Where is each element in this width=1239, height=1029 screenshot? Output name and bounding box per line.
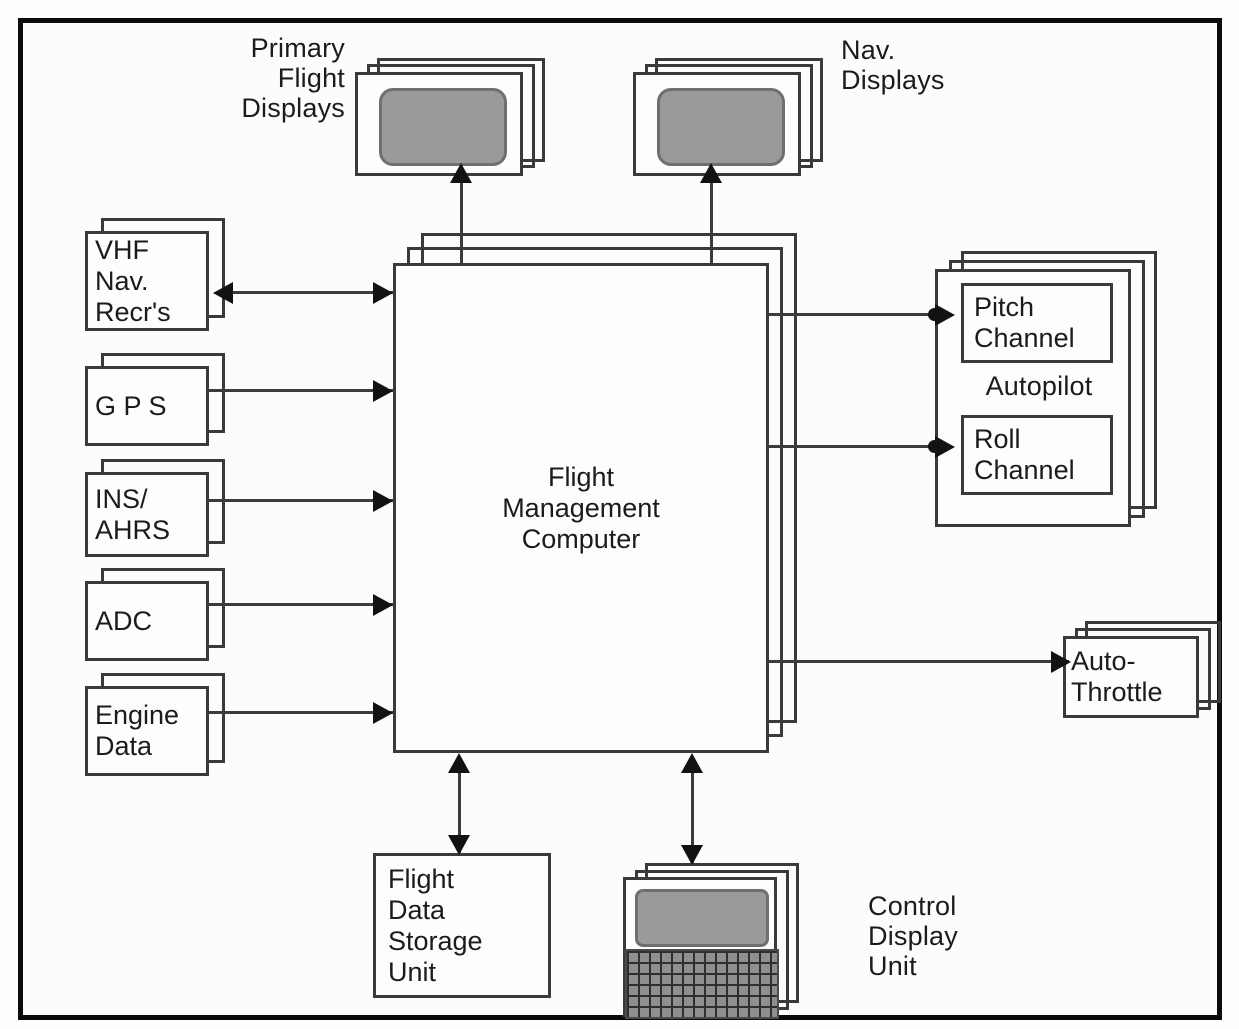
primary-flight-displays-unit[interactable] bbox=[353, 58, 553, 183]
line-fmc-to-nd bbox=[710, 181, 713, 281]
line-fmc-to-pfd bbox=[460, 181, 463, 281]
arrowhead-adc bbox=[373, 594, 393, 616]
engine-data-unit[interactable]: Engine Data bbox=[85, 673, 235, 788]
ins-front-sheet bbox=[85, 472, 209, 557]
fmc-label: Flight Management Computer bbox=[502, 461, 660, 554]
vhf-nav-receivers[interactable]: VHF Nav. Recr's bbox=[85, 218, 235, 333]
auto-throttle-unit[interactable]: Auto- Throttle bbox=[1063, 621, 1228, 731]
arrowhead-pitch bbox=[935, 304, 955, 326]
gps-unit[interactable]: G P S bbox=[85, 353, 235, 453]
line-fmc-to-pitch bbox=[769, 313, 941, 316]
roll-channel-label: Roll Channel bbox=[974, 424, 1075, 485]
nd-screen bbox=[657, 88, 785, 166]
vhf-front-sheet bbox=[85, 231, 209, 331]
nav-displays-label: Nav. Displays bbox=[841, 35, 945, 95]
arrowhead-vhf-out bbox=[373, 282, 393, 304]
arrowhead-cdu-down bbox=[681, 845, 703, 865]
adc-front-sheet bbox=[85, 581, 209, 661]
cdu-keypad[interactable] bbox=[625, 949, 779, 1019]
arrowhead-gps bbox=[373, 380, 393, 402]
pfd-screen bbox=[379, 88, 507, 166]
flight-data-storage-unit[interactable]: Flight Data Storage Unit bbox=[373, 853, 551, 998]
arrowhead-autothrottle bbox=[1051, 651, 1071, 673]
adc-label: ADC bbox=[95, 605, 153, 636]
arrowhead-vhf-in bbox=[213, 282, 233, 304]
line-gps-to-fmc bbox=[209, 389, 395, 392]
diagram-frame: Primary Flight Displays Nav. Displays Fl… bbox=[18, 18, 1222, 1020]
cdu-screen bbox=[635, 889, 769, 947]
engine-data-label: Engine Data bbox=[95, 700, 180, 761]
engine-front-sheet bbox=[85, 686, 209, 776]
arrowhead-cdu-up bbox=[681, 753, 703, 773]
flight-management-computer[interactable]: Flight Management Computer bbox=[375, 233, 835, 778]
control-display-unit[interactable] bbox=[623, 863, 853, 1023]
arrowhead-fdsu-up bbox=[448, 753, 470, 773]
ins-ahrs-label: INS/ AHRS bbox=[95, 483, 171, 545]
pitch-channel-box[interactable]: Pitch Channel bbox=[961, 283, 1113, 363]
primary-flight-displays-label: Primary Flight Displays bbox=[241, 33, 345, 123]
vhf-nav-receivers-label: VHF Nav. Recr's bbox=[95, 234, 171, 327]
line-fmc-to-autothrottle bbox=[769, 660, 1069, 663]
arrowhead-fdsu-down bbox=[448, 835, 470, 855]
ins-ahrs-unit[interactable]: INS/ AHRS bbox=[85, 459, 235, 569]
line-vhf-to-fmc bbox=[219, 291, 395, 294]
line-fmc-to-fdsu bbox=[458, 763, 461, 855]
arrowhead-ins bbox=[373, 490, 393, 512]
auto-throttle-label: Auto- Throttle bbox=[1071, 646, 1163, 707]
gps-front-sheet bbox=[85, 366, 209, 446]
line-adc-to-fmc bbox=[209, 603, 395, 606]
autopilot-label: Autopilot bbox=[985, 371, 1093, 401]
control-display-unit-label: Control Display Unit bbox=[868, 891, 958, 981]
line-ins-to-fmc bbox=[209, 499, 395, 502]
line-engine-to-fmc bbox=[209, 711, 395, 714]
arrowhead-engine bbox=[373, 702, 393, 724]
arrowhead-nd bbox=[700, 163, 722, 183]
line-fmc-to-cdu bbox=[691, 763, 694, 865]
nav-displays-unit[interactable] bbox=[631, 58, 831, 183]
arrowhead-pfd bbox=[450, 163, 472, 183]
gps-label: G P S bbox=[95, 390, 167, 421]
roll-channel-box[interactable]: Roll Channel bbox=[961, 415, 1113, 495]
autopilot-unit[interactable]: Pitch Channel Autopilot Roll Channel bbox=[935, 251, 1175, 541]
flight-data-storage-label: Flight Data Storage Unit bbox=[388, 864, 483, 987]
adc-unit[interactable]: ADC bbox=[85, 568, 235, 668]
at-front-sheet bbox=[1063, 636, 1199, 718]
arrowhead-roll bbox=[935, 436, 955, 458]
fmc-front-sheet bbox=[393, 263, 769, 753]
pitch-channel-label: Pitch Channel bbox=[974, 292, 1075, 353]
line-fmc-to-roll bbox=[769, 445, 941, 448]
